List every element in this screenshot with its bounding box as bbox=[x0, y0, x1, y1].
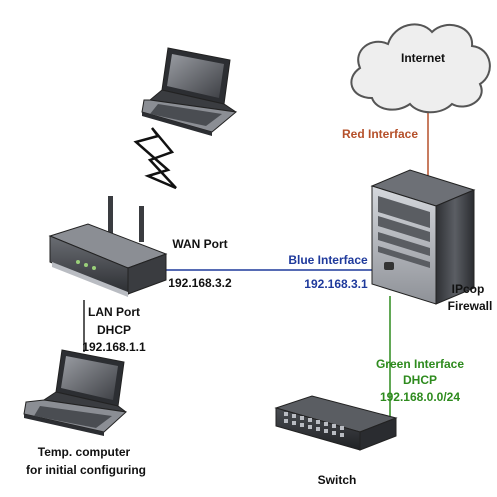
internet-cloud: Internet bbox=[350, 23, 491, 114]
blue-interface-label: Blue Interface bbox=[288, 253, 368, 267]
network-switch-icon bbox=[274, 395, 398, 451]
wireless-router bbox=[48, 196, 168, 297]
ipcop-firewall: IPcop Firewall bbox=[370, 169, 493, 313]
laptop-icon bbox=[141, 47, 238, 136]
red-interface-label: Red Interface bbox=[342, 127, 418, 141]
temp-laptop: Temp. computer for initial configuring bbox=[23, 349, 146, 477]
wireless-router-icon bbox=[48, 196, 168, 297]
laptop-icon bbox=[23, 349, 128, 436]
temp-computer-label-line2: for initial configuring bbox=[26, 463, 146, 477]
firewall-label-line2: Firewall bbox=[448, 299, 493, 313]
green-interface-mode: DHCP bbox=[403, 373, 437, 387]
wan-port-label: WAN Port bbox=[172, 237, 227, 251]
green-interface-label: Green Interface bbox=[376, 357, 464, 371]
server-tower-icon bbox=[370, 169, 476, 305]
lan-port-label: LAN Port bbox=[88, 305, 140, 319]
lan-port-mode: DHCP bbox=[97, 323, 131, 337]
internet-label: Internet bbox=[401, 51, 445, 65]
lightning-bolt-icon bbox=[133, 127, 177, 190]
switch-label: Switch bbox=[318, 473, 357, 487]
temp-computer-label-line1: Temp. computer bbox=[38, 445, 131, 459]
cloud-icon bbox=[350, 23, 491, 114]
wireless-laptop bbox=[141, 47, 238, 136]
network-switch: Switch bbox=[274, 395, 398, 487]
blue-interface-ip: 192.168.3.1 bbox=[304, 277, 368, 291]
wan-port-ip: 192.168.3.2 bbox=[168, 276, 232, 290]
green-interface-ip: 192.168.0.0/24 bbox=[380, 390, 460, 404]
firewall-label-line1: IPcop bbox=[452, 282, 485, 296]
lan-port-ip: 192.168.1.1 bbox=[82, 340, 146, 354]
